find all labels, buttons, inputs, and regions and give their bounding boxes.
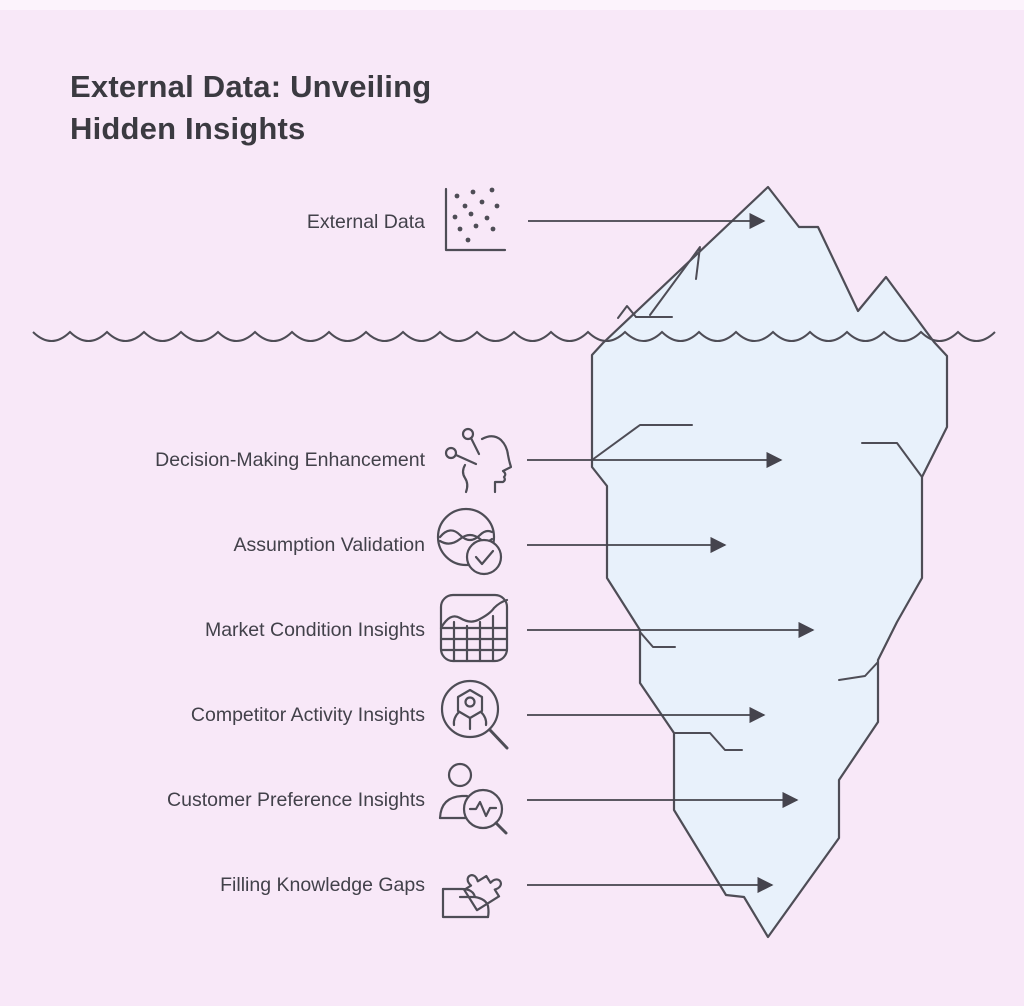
item-label-market-condition: Market Condition Insights <box>204 619 425 641</box>
page-title: External Data: Unveiling Hidden Insights <box>70 66 431 150</box>
page-title-line2: Hidden Insights <box>70 111 306 146</box>
chart-grid-icon <box>439 593 509 663</box>
crack-line <box>838 661 879 681</box>
crack-line <box>673 732 743 751</box>
item-label-decision-making: Decision-Making Enhancement <box>155 449 425 471</box>
crack-line <box>591 424 693 461</box>
iceberg-crack-lines <box>591 246 923 751</box>
page-title-line1: External Data: Unveiling <box>70 69 432 104</box>
waves-check-icon <box>436 507 503 576</box>
crack-line <box>649 246 701 316</box>
connector-arrows <box>527 212 815 894</box>
person-magnifier-icon <box>438 762 508 835</box>
robot-magnifier-icon <box>440 679 509 750</box>
crack-line <box>861 442 923 478</box>
puzzle-hand-icon <box>441 874 502 919</box>
waterline <box>32 330 996 342</box>
item-label-knowledge-gaps: Filling Knowledge Gaps <box>220 874 425 896</box>
crack-line <box>617 305 637 319</box>
head-nodes-icon <box>444 427 512 494</box>
item-label-customer-preference: Customer Preference Insights <box>167 789 425 811</box>
item-label-external-data: External Data <box>306 211 425 233</box>
top-strip <box>0 0 1024 10</box>
item-label-competitor-activity: Competitor Activity Insights <box>190 704 425 726</box>
item-label-assumption-validation: Assumption Validation <box>233 534 426 556</box>
crack-line <box>639 631 676 648</box>
iceberg-body <box>590 185 949 939</box>
scatter-plot-icon <box>444 187 507 252</box>
